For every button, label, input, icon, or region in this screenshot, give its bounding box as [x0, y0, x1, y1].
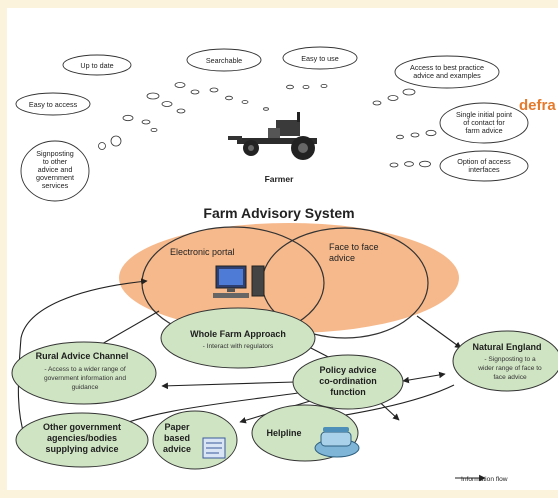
face-to-face-label: Face to face advice	[329, 242, 381, 263]
computer-image	[213, 265, 265, 298]
node-subtext: - Signposting to a	[484, 356, 536, 363]
cloud-text-line: Access to best practice	[410, 63, 484, 72]
cloud-text-line: advice and examples	[413, 71, 481, 80]
node-paper-based-advice: Paper based advice	[152, 410, 238, 470]
farmer-label: Farmer	[265, 174, 295, 184]
diagram-panel: defra Up to date Searchable Easy to use	[7, 8, 558, 490]
cloud-easy-to-use: Easy to use	[282, 46, 358, 70]
legend-label: Information flow	[461, 476, 508, 483]
cloud-searchable: Searchable	[186, 48, 262, 72]
farm-advisory-diagram: defra Up to date Searchable Easy to use	[11, 46, 558, 483]
cloud-text-line: Up to date	[80, 61, 113, 70]
cloud-text: Easy to access	[29, 100, 78, 109]
cloud-up-to-date: Up to date	[62, 54, 132, 76]
tractor-image	[228, 112, 317, 160]
defra-logo: defra	[519, 97, 556, 114]
node-title: Whole Farm Approach	[190, 329, 286, 339]
face-to-face-line: Face to face	[329, 242, 379, 252]
node-subtext: wider range of face to	[477, 365, 542, 372]
cloud-text-line: Searchable	[206, 56, 242, 65]
node-title: Natural England	[472, 342, 541, 352]
node-title: Rural Advice Channel	[36, 351, 129, 361]
node-subtext: government information and	[44, 375, 126, 382]
node-title: Policy advice	[319, 365, 376, 375]
cloud-text-line: Option of access	[457, 157, 511, 166]
node-whole-farm-approach: Whole Farm Approach - Interact with regu…	[160, 307, 316, 369]
node-title: Helpline	[266, 428, 301, 438]
cloud-text: Easy to use	[301, 54, 339, 63]
node-subtext: - Interact with regulators	[203, 343, 274, 350]
node-title: co-ordination	[319, 376, 377, 386]
node-title: supplying advice	[45, 444, 118, 454]
thought-clouds: Up to date Searchable Easy to use Access…	[15, 46, 529, 202]
cloud-text-line: services	[42, 181, 69, 190]
electronic-portal-label: Electronic portal	[170, 247, 235, 257]
cloud-text-line: interfaces	[468, 165, 500, 174]
advisory-system-ellipse	[119, 223, 459, 333]
cloud-text-line: Easy to access	[29, 100, 78, 109]
cloud-easy-to-access: Easy to access	[15, 92, 91, 116]
cloud-text: Up to date	[80, 61, 113, 70]
node-subtext: guidance	[72, 384, 99, 391]
node-title: Other government	[43, 422, 121, 432]
node-title: function	[330, 387, 366, 397]
node-title: agencies/bodies	[47, 433, 117, 443]
node-title: Paper	[164, 422, 190, 432]
node-subtext: face advice	[493, 374, 527, 381]
face-to-face-line: advice	[329, 253, 355, 263]
cloud-text-line: Signposting	[36, 149, 74, 158]
node-subtext: - Access to a wider range of	[44, 366, 126, 373]
cloud-text-line: farm advice	[465, 126, 502, 135]
cloud-text-line: Single initial point	[456, 110, 512, 119]
telephone-icon	[314, 427, 360, 458]
cloud-text-line: Easy to use	[301, 54, 339, 63]
node-title: advice	[163, 444, 191, 454]
node-helpline: Helpline	[251, 404, 360, 462]
node-other-government: Other government agencies/bodies supplyi…	[15, 412, 149, 468]
node-title: based	[164, 433, 190, 443]
node-natural-england: Natural England - Signposting to a wider…	[452, 330, 558, 392]
cloud-text: Searchable	[206, 56, 242, 65]
thought-bubble-dots	[98, 82, 437, 168]
cloud-text-line: to other	[43, 157, 68, 166]
cloud-text-line: advice and	[38, 165, 73, 174]
system-title: Farm Advisory System	[203, 205, 354, 221]
document-icon	[202, 437, 226, 459]
node-policy-advice: Policy advice co-ordination function	[292, 354, 404, 410]
cloud-text-line: government	[36, 173, 74, 182]
node-rural-advice-channel: Rural Advice Channel - Access to a wider…	[11, 341, 157, 405]
cloud-text-line: of contact for	[463, 118, 505, 127]
